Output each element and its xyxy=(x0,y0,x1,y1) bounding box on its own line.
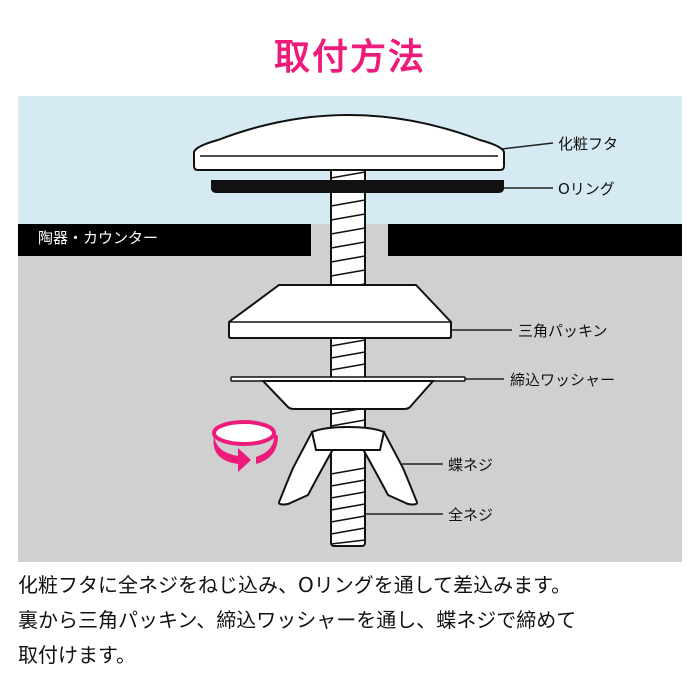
label-o-ring: Oリング xyxy=(558,180,615,198)
counter-label: 陶器・カウンター xyxy=(38,229,159,247)
counter-bar-left xyxy=(18,224,311,256)
counter-bar-right xyxy=(388,224,682,256)
label-full-thread-screw: 全ネジ xyxy=(448,506,494,524)
description-line: 取付けます。 xyxy=(18,643,136,667)
washer-cone xyxy=(260,380,436,410)
label-cap: 化粧フタ xyxy=(558,135,619,153)
wing-nut-graphic xyxy=(278,425,418,506)
triangle-packing-graphic xyxy=(228,284,452,339)
diagram-graphic xyxy=(18,96,682,562)
label-triangle-packing: 三角パッキン xyxy=(518,322,608,340)
description-line: 裏から三角パッキン、締込ワッシャーを通し、蝶ネジで締めて xyxy=(18,608,577,632)
description-line: 化粧フタに全ネジをねじ込み、Oリングを通して差込みます。 xyxy=(18,573,572,597)
o-ring-graphic xyxy=(211,180,504,193)
page-title: 取付方法 xyxy=(273,37,426,78)
description: 化粧フタに全ネジをねじ込み、Oリングを通して差込みます。 裏から三角パッキン、締… xyxy=(18,568,688,673)
leader-lines xyxy=(365,142,554,515)
installation-diagram: 陶器・カウンター 化粧フタ Oリング 三角パッキン 締込ワッシャー 蝶ネジ 全ネ… xyxy=(18,96,682,562)
full-thread-screw-graphic xyxy=(330,167,366,547)
label-wing-nut: 蝶ネジ xyxy=(448,456,494,474)
rotate-arrow-icon xyxy=(212,420,278,472)
label-tightening-washer: 締込ワッシャー xyxy=(510,371,616,389)
